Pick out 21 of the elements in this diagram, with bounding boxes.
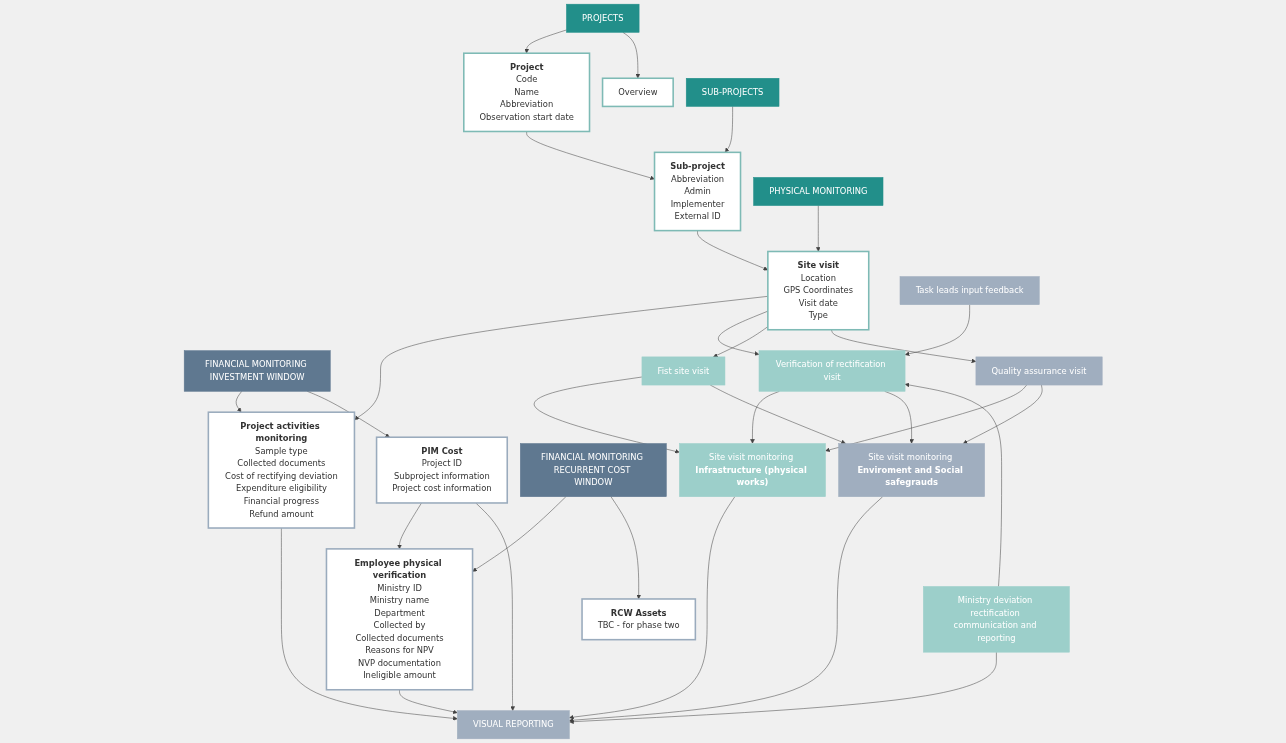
node-box: SUB-PROJECTS — [685, 78, 780, 107]
node-box: FINANCIAL MONITORING INVESTMENT WINDOW — [183, 350, 331, 392]
node-box: Site visit Location GPS Coordinates Visit date Type — [766, 250, 870, 331]
node-box: Site visit monitoring Enviroment and Social safegrauds — [838, 443, 985, 497]
node-box: Site visit monitoring Infrastructure (physical works) — [678, 443, 826, 497]
node-box: VISUAL REPORTING — [456, 710, 570, 740]
node-box: Employee physical verification Ministry ID Ministry name Department Collected by Collected documents Reasons for NPV NVP documentation Ineligible amount — [325, 548, 474, 691]
node-box: PIM Cost Project ID Subproject information Project cost information — [375, 436, 508, 504]
node-box: Fist site visit — [641, 356, 725, 386]
node-box: Ministry deviation rectification communication and reporting — [922, 586, 1070, 653]
node-box: Overview — [601, 77, 674, 108]
node-box: Sub-project Abbreviation Admin Implementer External ID — [653, 151, 742, 232]
node-box: PROJECTS — [565, 3, 640, 33]
node-box: Quality assurance visit — [975, 356, 1103, 386]
node-box: PHYSICAL MONITORING — [753, 177, 884, 206]
node-box: Verification of rectification visit — [758, 350, 906, 392]
node-box: Project activities monitoring Sample type Collected documents Cost of rectifying deviation Expenditure eligibility Financial progress Refund amount — [207, 411, 356, 529]
node-box: Task leads input feedback — [899, 276, 1040, 305]
node-box: FINANCIAL MONITORING RECURRENT COST WINDOW — [519, 443, 667, 497]
node-box: Project Code Name Abbreviation Observation start date — [462, 52, 591, 133]
node-box: RCW Assets TBC - for phase two — [581, 598, 696, 641]
